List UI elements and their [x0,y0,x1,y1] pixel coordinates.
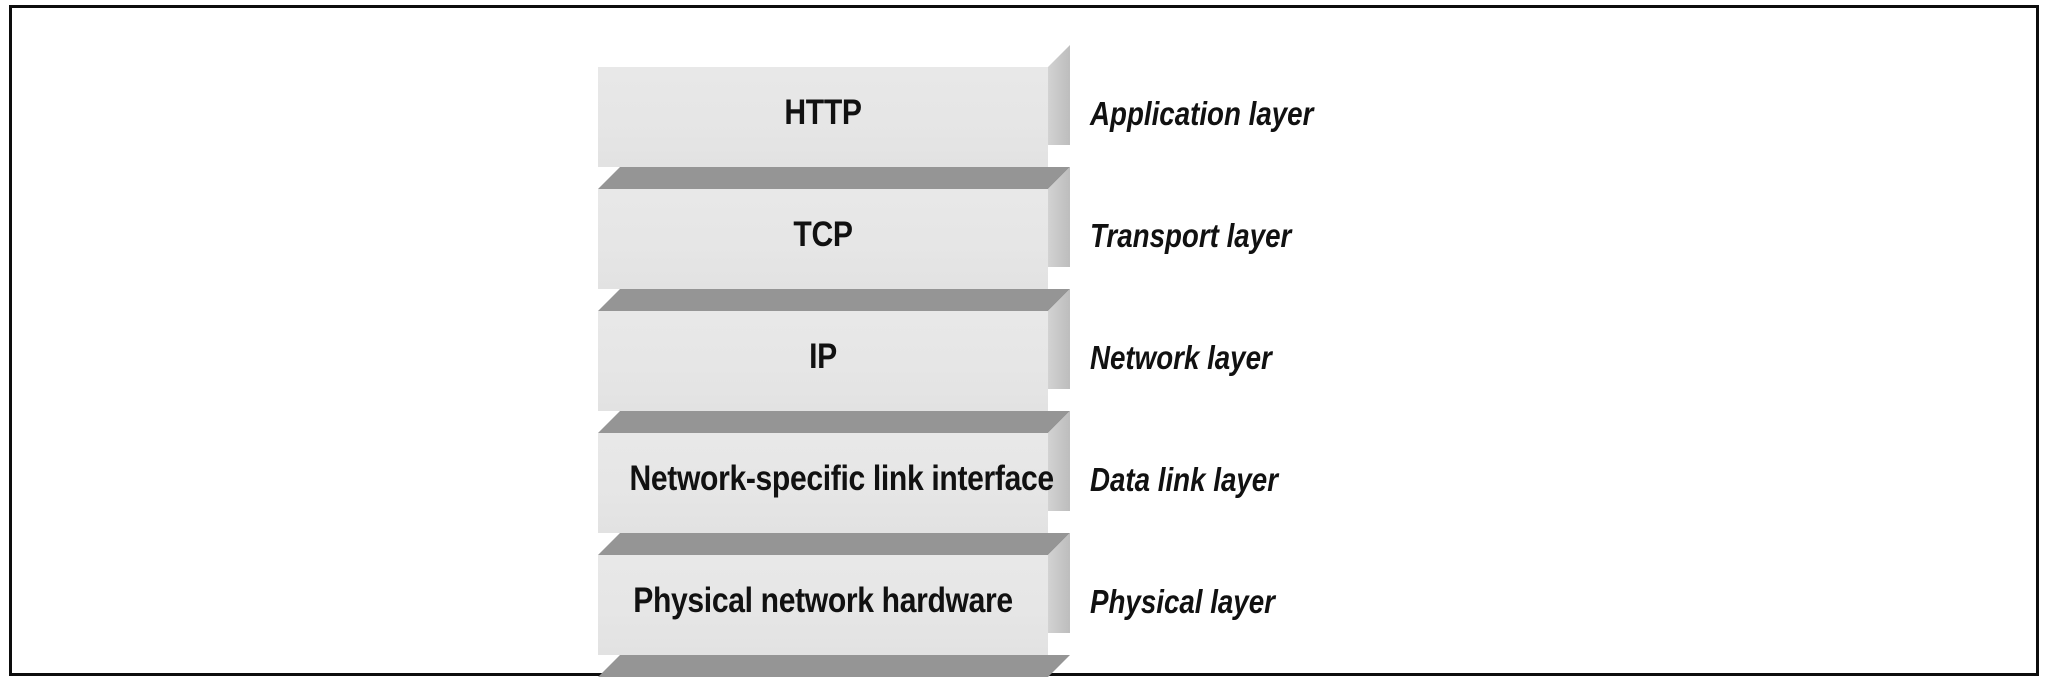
block-side-face [1048,45,1070,145]
stack-layer-row: Physical network hardware Physical layer [598,533,1275,677]
block-front-face [598,67,1048,167]
block-base-face [598,533,1070,555]
layer-name-label: HTTP [784,93,862,132]
stack-layer-row: Network-specific link interface Data lin… [598,411,1278,555]
layer-side-label: Data link layer [1090,461,1278,498]
block-side-face [1048,289,1070,389]
stack-layer-row: TCP Transport layer [598,167,1291,311]
protocol-stack: HTTP Application layer TCP Transport lay… [598,45,1313,677]
layer-side-label: Network layer [1090,339,1272,376]
layer-name-label: IP [809,337,837,376]
block-front-face [598,555,1048,655]
block-front-face [598,433,1048,533]
layer-side-label: Physical layer [1090,583,1275,620]
layer-name-label: Physical network hardware [633,581,1013,620]
block-base-face [598,411,1070,433]
block-side-face [1048,533,1070,633]
block-side-face [1048,411,1070,511]
block-base-face [598,655,1070,677]
layer-name-label: TCP [793,215,853,254]
block-side-face [1048,167,1070,267]
block-base-face [598,167,1070,189]
stack-layer-row: IP Network layer [598,289,1272,433]
layer-side-label: Transport layer [1090,217,1292,254]
layer-name-label: Network-specific link interface [629,459,1055,498]
stack-layer-row: HTTP Application layer [598,45,1313,189]
block-base-face [598,289,1070,311]
block-front-face [598,311,1048,411]
block-front-face [598,189,1048,289]
layer-side-label: Application layer [1090,95,1314,132]
